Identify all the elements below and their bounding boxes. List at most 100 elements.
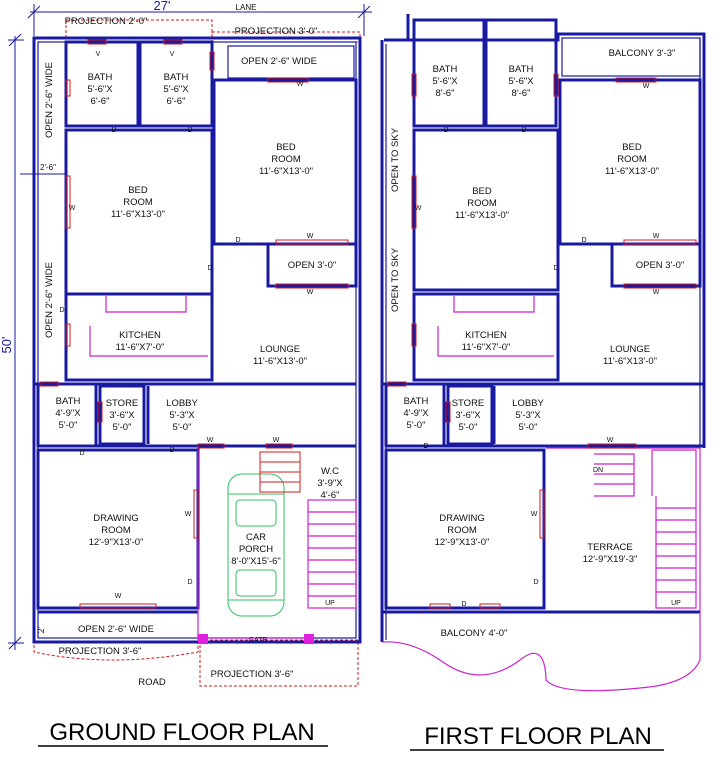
projection-bottom-right: PROJECTION 3'-6" <box>211 669 294 680</box>
first-balcony-bottom: BALCONY 4'-0" <box>441 628 508 639</box>
ground-store-1: STORE <box>106 398 139 409</box>
door-mark: D <box>461 601 466 608</box>
door-mark: D <box>581 237 586 244</box>
window-mark: W <box>69 205 76 212</box>
window-mark: W <box>653 289 660 296</box>
first-balcony-top: BALCONY 3'-3" <box>609 48 676 59</box>
first-bath1-2: 5'-6"X <box>432 76 458 87</box>
ground-bed-left-1: BED <box>128 185 148 196</box>
first-bath1-3: 8'-6" <box>436 88 455 99</box>
door-mark: D <box>443 127 448 134</box>
window-mark: W <box>607 437 614 444</box>
ground-open-mid-label: OPEN 3'-0" <box>288 260 336 271</box>
door-mark: D <box>553 265 558 272</box>
first-lobby-2: 5'-3"X <box>515 410 541 421</box>
window-mark: W <box>643 83 650 90</box>
first-windows <box>387 73 697 609</box>
window-mark: W <box>185 511 192 518</box>
wc-1: W.C <box>321 466 339 477</box>
ground-bath1-dim1: 5'-6"X <box>87 84 113 95</box>
first-bath2-1: BATH <box>509 64 534 75</box>
wc-2: 3'-9"X <box>317 478 343 489</box>
first-kitchen-1: KITCHEN <box>465 330 507 341</box>
ground-up-label: UP <box>325 600 335 607</box>
ground-bath3-2: 4'-9"X <box>55 408 81 419</box>
first-kitchen-2: 11'-6"X7'-0" <box>462 342 511 353</box>
first-lobby-1: LOBBY <box>512 398 544 409</box>
first-bath1-1: BATH <box>433 64 458 75</box>
ground-windows <box>39 39 349 609</box>
projection-bottom-left: PROJECTION 3'-6" <box>59 646 142 657</box>
ground-kitchen-1: KITCHEN <box>119 330 161 341</box>
door-mark: D <box>187 127 192 134</box>
first-store-3: 5'-0" <box>459 422 478 433</box>
first-terrace-2: 12'-9"X19'-3" <box>583 554 638 565</box>
window-mark: W <box>307 289 314 296</box>
ground-bed-right-3: 11'-6"X13'-0" <box>259 166 313 177</box>
ground-lounge-1: LOUNGE <box>260 344 300 355</box>
ground-bath1-name: BATH <box>88 72 113 83</box>
first-bed-left-1: BED <box>472 186 492 197</box>
first-floor-title: FIRST FLOOR PLAN <box>424 723 652 750</box>
ground-lobby-3: 5'-0" <box>173 422 192 433</box>
gate-label: GATE <box>249 637 268 644</box>
first-bed-left-2: ROOM <box>467 198 497 209</box>
first-lounge-1: LOUNGE <box>610 344 650 355</box>
ground-bed-right-2: ROOM <box>271 154 301 165</box>
first-bed-right-2: ROOM <box>617 154 647 165</box>
window-mark: W <box>531 511 538 518</box>
car-porch-3: 8'-0"X15'-6" <box>231 556 280 567</box>
ground-drawing-1: DRAWING <box>93 513 139 524</box>
ground-lobby-2: 5'-3"X <box>169 410 195 421</box>
ground-bath2-dim1: 5'-6"X <box>163 84 189 95</box>
first-bed-left-3: 11'-6"X13'-0" <box>455 210 509 221</box>
door-mark: D <box>59 307 64 314</box>
ground-kitchen-2: 11'-6"X7'-0" <box>116 342 165 353</box>
ground-floor-plan: 27' LANE 50' 2'-6" 2' PROJECTION 2'-0" P… <box>0 0 372 688</box>
first-terrace-1: TERRACE <box>587 542 632 553</box>
window-mark: W <box>415 205 422 212</box>
first-bath2-2: 5'-6"X <box>508 76 534 87</box>
window-mark: W <box>653 233 660 240</box>
wc-3: 4'-6" <box>321 490 340 501</box>
bottom-dimension: 2' <box>36 626 46 633</box>
ground-store-2: 3'-6"X <box>109 410 135 421</box>
first-open-sky-top: OPEN TO SKY <box>390 127 401 192</box>
first-floor-plan: BALCONY 3'-3" BATH 5'-6"X 8'-6" BATH 5'-… <box>380 14 706 692</box>
width-dimension: 27' <box>154 0 171 13</box>
ground-bath3-3: 5'-0" <box>59 420 78 431</box>
road-label: ROAD <box>138 677 166 688</box>
first-bath3-1: BATH <box>404 396 429 407</box>
first-open-sky-bottom: OPEN TO SKY <box>390 247 401 312</box>
door-window-marks: V V D D D D D W W W W W W W W D D D D D … <box>59 51 659 608</box>
first-up-label: UP <box>671 600 681 607</box>
window-mark: W <box>207 437 214 444</box>
door-mark: D <box>111 127 116 134</box>
ground-drawing-2: ROOM <box>101 525 131 536</box>
first-bath2-3: 8'-6" <box>512 88 531 99</box>
ground-store-3: 5'-0" <box>113 422 132 433</box>
door-mark: D <box>169 447 174 454</box>
open-top-label: OPEN 2'-6" WIDE <box>241 56 317 67</box>
first-bath3-3: 5'-0" <box>407 420 426 431</box>
door-mark: D <box>207 265 212 272</box>
ground-lobby-1: LOBBY <box>166 398 198 409</box>
first-dn-label: DN <box>593 467 603 474</box>
window-mark: W <box>115 593 122 600</box>
ground-bath2-dim2: 6'-6" <box>167 96 186 107</box>
first-bed-right-1: BED <box>622 142 642 153</box>
first-bath3-2: 4'-9"X <box>403 408 429 419</box>
window-mark: W <box>307 233 314 240</box>
ground-bed-left-2: ROOM <box>123 197 153 208</box>
door-mark: D <box>533 579 538 586</box>
ground-bed-right-1: BED <box>276 142 296 153</box>
ground-bath1-dim2: 6'-6" <box>91 96 110 107</box>
first-store-2: 3'-6"X <box>455 410 481 421</box>
open-left-mid-label: OPEN 2'-6" WIDE <box>44 262 55 338</box>
ground-bath3-1: BATH <box>56 396 81 407</box>
door-mark: D <box>79 450 84 457</box>
ground-drawing-3: 12'-9"X13'-0" <box>89 537 144 548</box>
gate-post-left <box>198 634 208 644</box>
car-porch-1: CAR <box>246 532 266 543</box>
projection-top-right: PROJECTION 3'-0" <box>235 26 318 37</box>
